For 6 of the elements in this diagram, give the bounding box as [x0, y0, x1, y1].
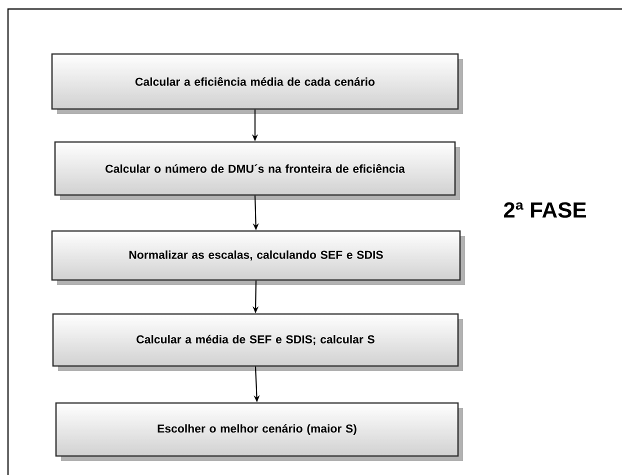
process-box: Normalizar as escalas, calculando SEF e SDIS: [51, 230, 465, 285]
process-box: Escolher o melhor cenário (maior S): [55, 402, 463, 461]
process-box: Calcular a média de SEF e SDIS; calcular S: [52, 313, 463, 371]
phase-label: 2ª FASE: [504, 202, 586, 218]
process-box: Calcular a eficiência média de cada cenário: [51, 53, 463, 114]
process-box: Calcular o número de DMU´s na fronteira de eficiência: [54, 141, 460, 200]
